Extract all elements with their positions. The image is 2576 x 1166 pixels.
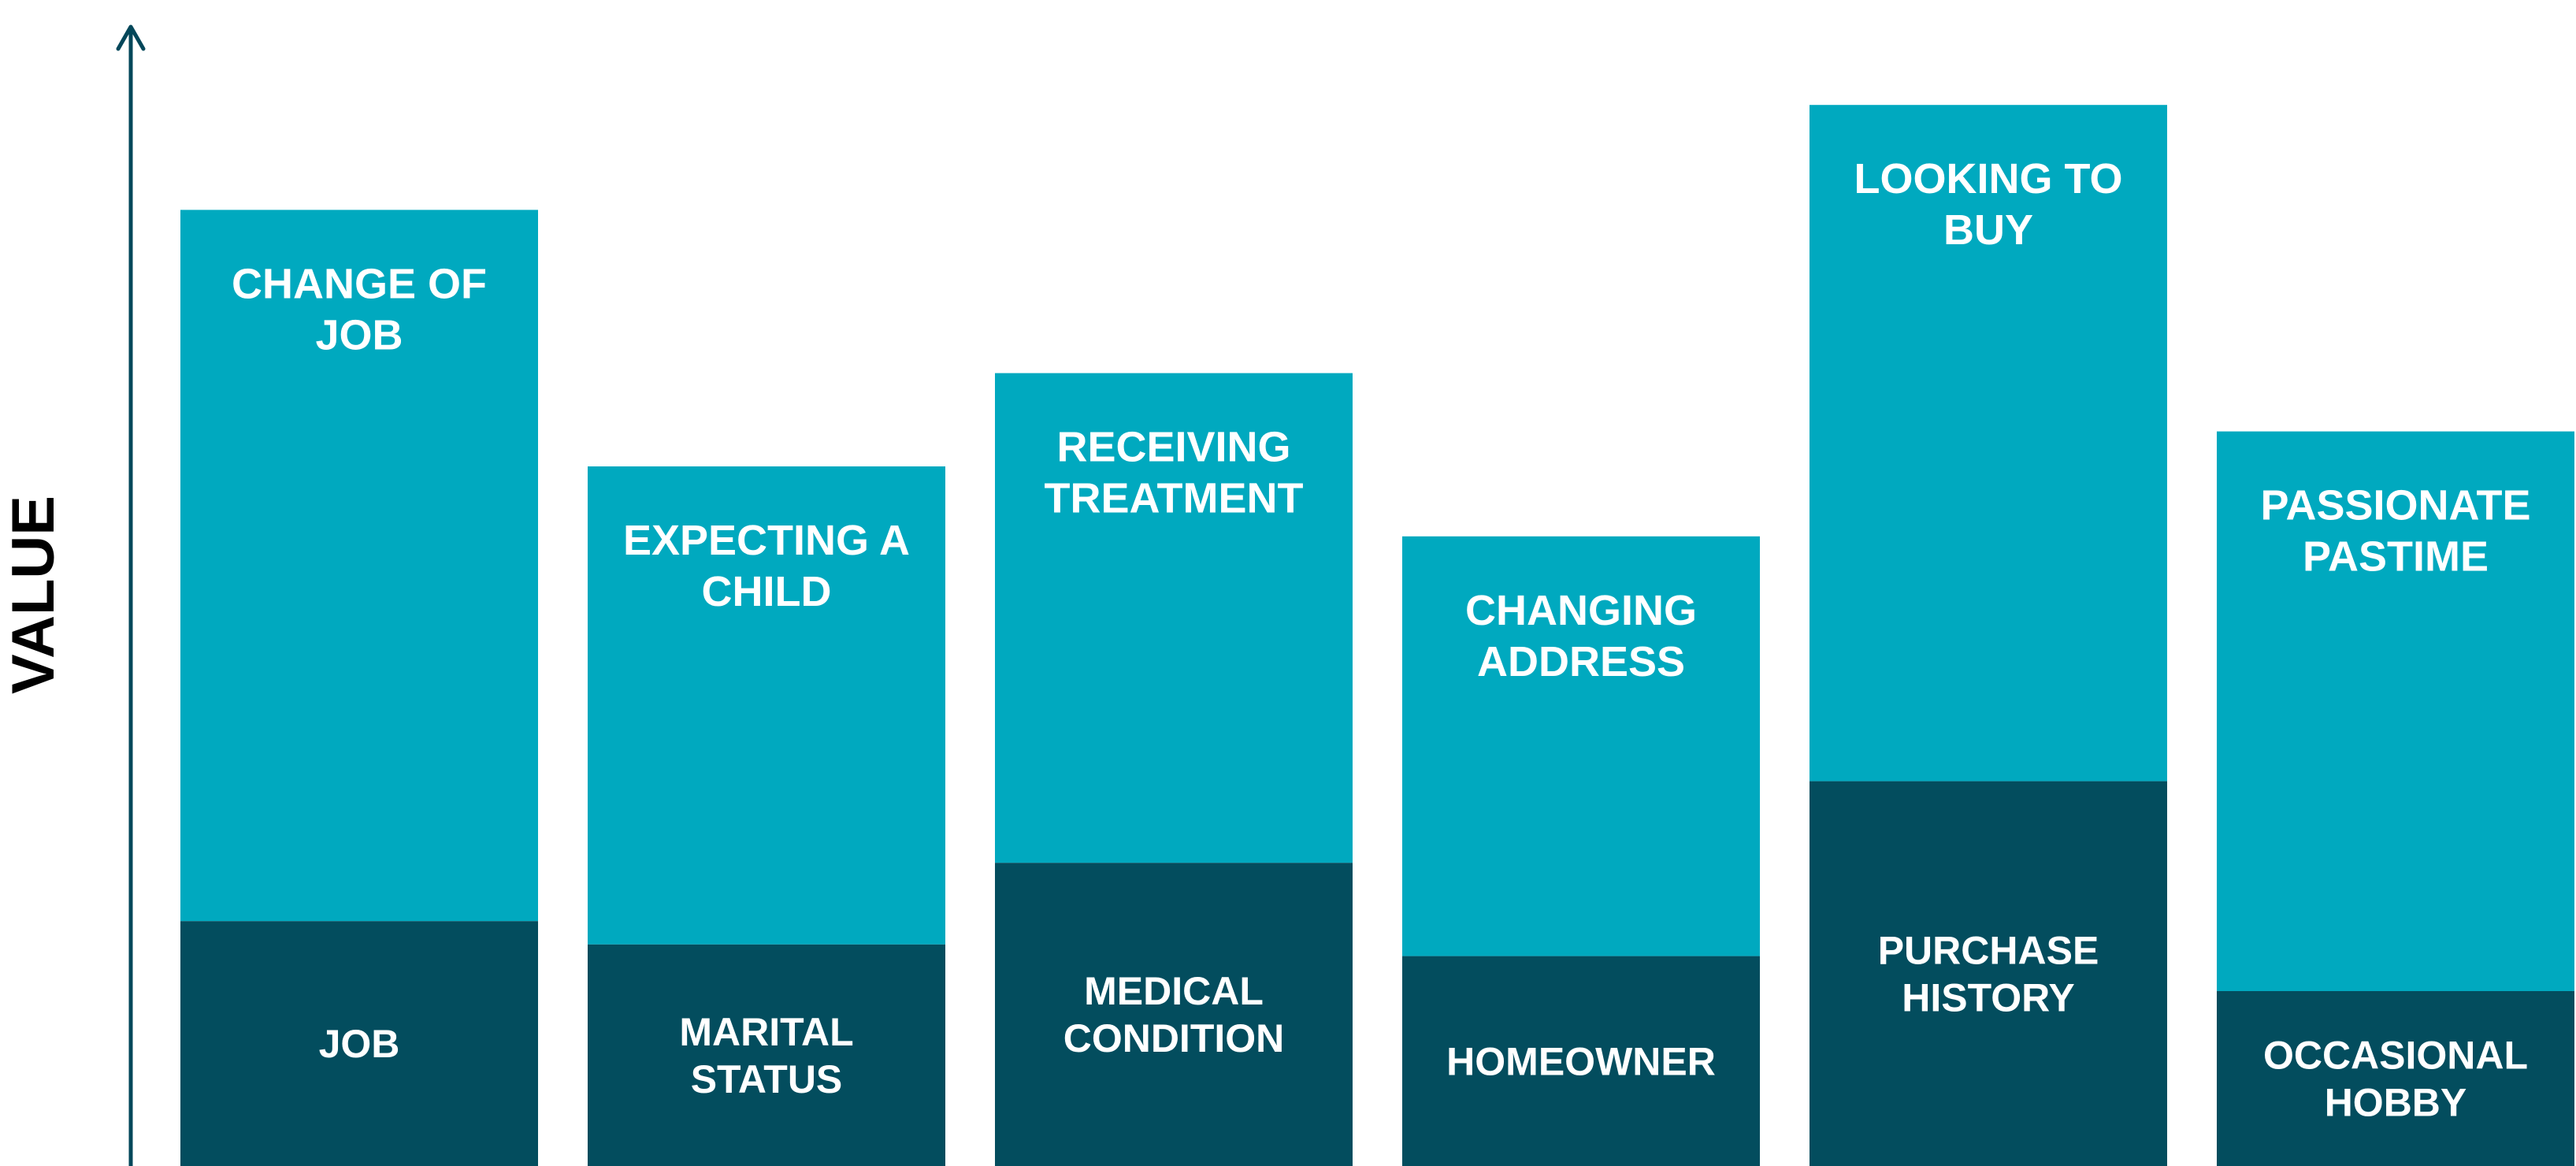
bar-bottom-segment	[588, 944, 945, 1166]
bar-bottom-segment	[1810, 781, 2167, 1166]
bar-top-segment	[588, 466, 945, 945]
bar-top-segment	[180, 210, 538, 922]
y-axis: VALUE	[0, 24, 146, 1166]
bar-bottom-label: HOMEOWNER	[1446, 1039, 1716, 1083]
bar-top-segment	[995, 373, 1353, 863]
y-axis-label: VALUE	[0, 496, 67, 694]
bar-bottom-segment	[2217, 991, 2574, 1166]
y-axis-arrow-icon	[116, 24, 146, 51]
bar-bottom-segment	[180, 921, 538, 1166]
bar-bottom-label: JOB	[319, 1022, 400, 1066]
bar-top-segment	[1402, 536, 1760, 956]
bar-bottom-segment	[995, 863, 1353, 1166]
bar-top-segment	[2217, 431, 2574, 991]
bar-bottom-segment	[1402, 956, 1760, 1166]
bar-top-segment	[1810, 105, 2167, 782]
